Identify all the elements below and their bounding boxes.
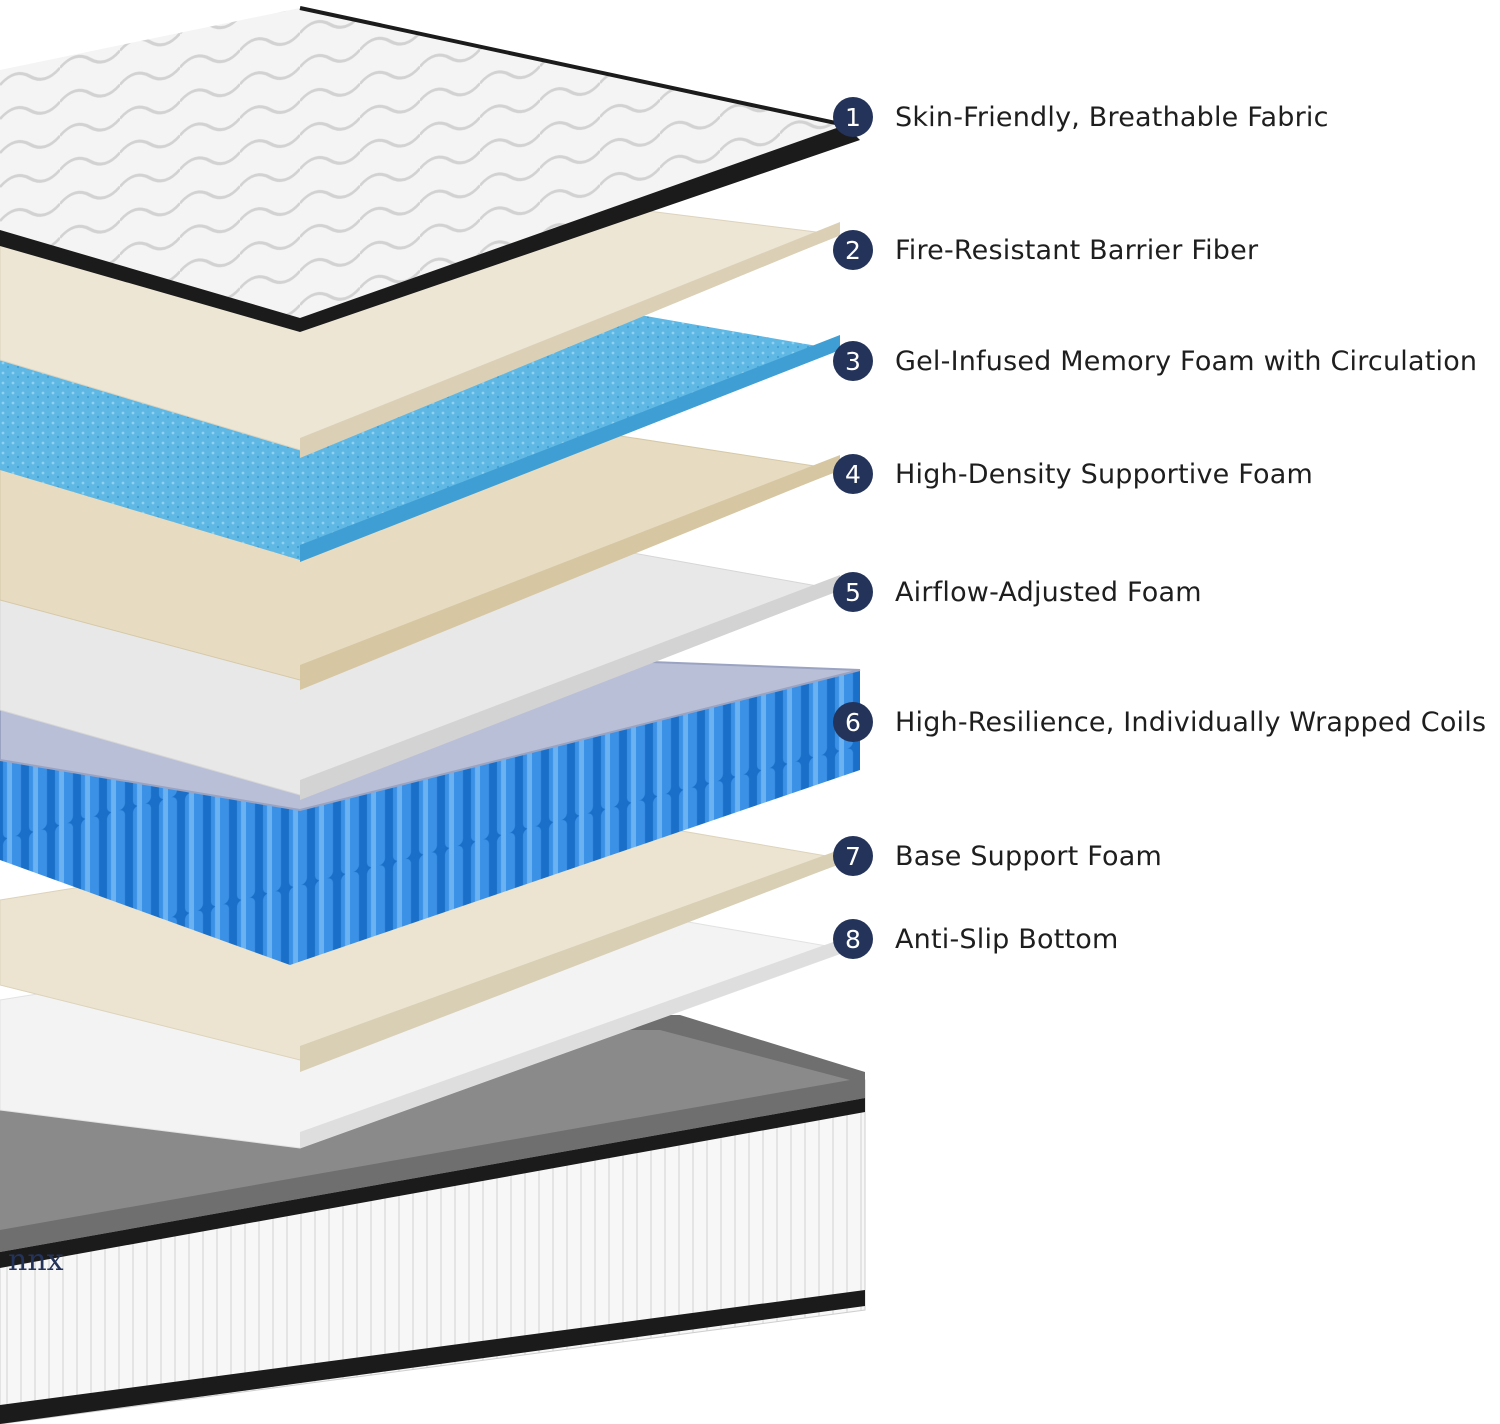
callout-layer-6: 6 High-Resilience, Individually Wrapped …: [833, 702, 1486, 742]
number-badge: 5: [833, 572, 873, 612]
layer-label: Gel-Infused Memory Foam with Circulation: [895, 345, 1478, 377]
number-badge: 8: [833, 919, 873, 959]
callout-layer-3: 3 Gel-Infused Memory Foam with Circulati…: [833, 341, 1477, 381]
layer-label: Base Support Foam: [895, 840, 1162, 872]
callout-layer-8: 8 Anti-Slip Bottom: [833, 919, 1119, 959]
layer-label: Anti-Slip Bottom: [895, 923, 1119, 955]
callout-layer-7: 7 Base Support Foam: [833, 836, 1162, 876]
layer-label: Fire-Resistant Barrier Fiber: [895, 234, 1259, 266]
layer-label: Skin-Friendly, Breathable Fabric: [895, 101, 1329, 133]
layer-label: High-Density Supportive Foam: [895, 458, 1313, 490]
brand-logo-fragment: nnx: [8, 1243, 64, 1278]
layer-1-fabric-cover: [0, 6, 860, 332]
number-badge: 4: [833, 454, 873, 494]
number-badge: 2: [833, 230, 873, 270]
number-badge: 7: [833, 836, 873, 876]
layer-label: Airflow-Adjusted Foam: [895, 576, 1202, 608]
number-badge: 1: [833, 97, 873, 137]
callout-layer-5: 5 Airflow-Adjusted Foam: [833, 572, 1202, 612]
number-badge: 3: [833, 341, 873, 381]
layer-label: High-Resilience, Individually Wrapped Co…: [895, 706, 1487, 738]
callout-layer-4: 4 High-Density Supportive Foam: [833, 454, 1313, 494]
callout-layer-2: 2 Fire-Resistant Barrier Fiber: [833, 230, 1258, 270]
number-badge: 6: [833, 702, 873, 742]
callout-layer-1: 1 Skin-Friendly, Breathable Fabric: [833, 97, 1329, 137]
